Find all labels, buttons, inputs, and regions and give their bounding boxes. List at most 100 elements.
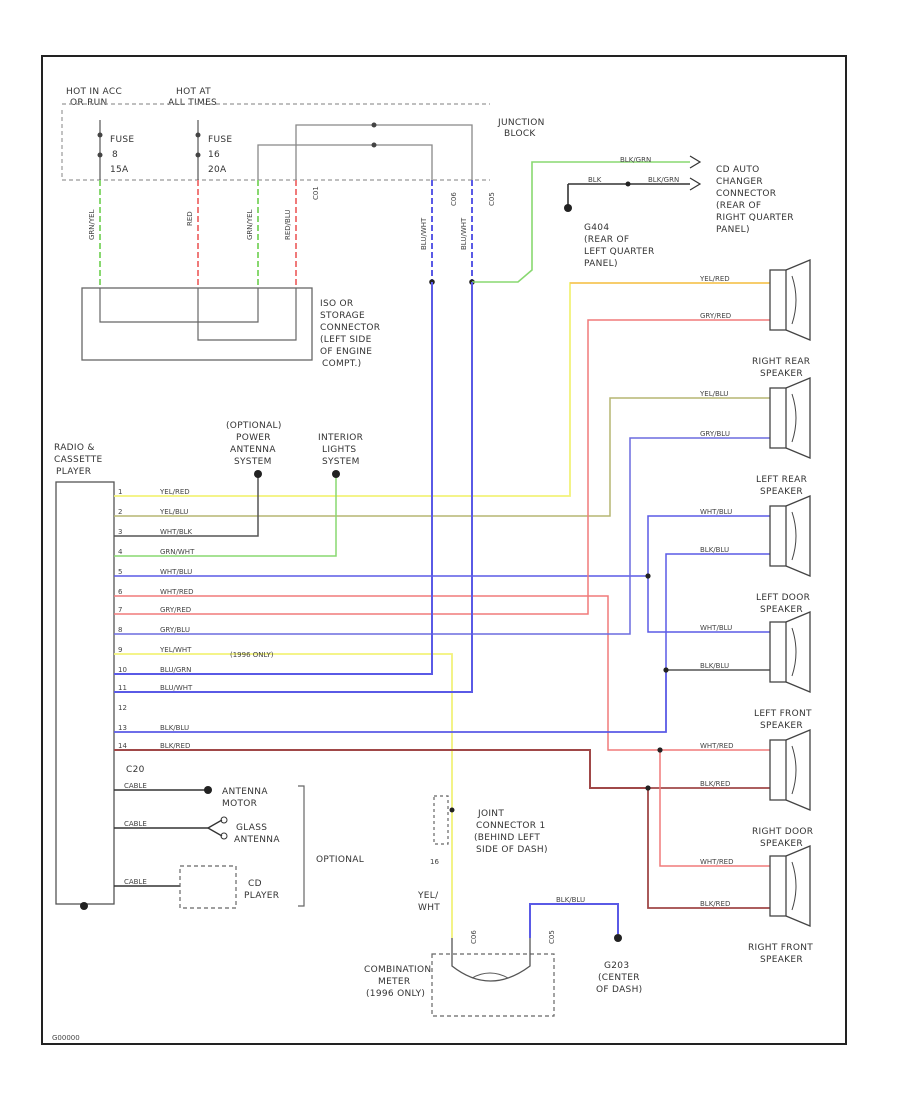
wire-lbl-blk-red-spk: BLK/RED	[700, 780, 730, 788]
wire-right-front-blk-red	[647, 788, 770, 909]
c20-label: C20	[126, 765, 145, 775]
cd-auto-label-1: CD AUTO	[716, 165, 760, 175]
radio-pin-wire-label: WHT/RED	[160, 588, 194, 596]
junction-block-label-1: JUNCTION	[497, 118, 545, 128]
diagram-frame	[41, 55, 847, 1045]
wire-pin9-yel-wht	[114, 653, 453, 938]
glass-antenna-node-2	[220, 832, 228, 840]
interior-label-1: INTERIOR	[318, 433, 363, 443]
radio-pin-wire-label: YEL/RED	[159, 488, 190, 496]
radio-pin-wire-label: BLU/GRN	[160, 666, 191, 674]
storage-label-3: CONNECTOR	[320, 323, 380, 333]
splice-pin13	[663, 667, 669, 673]
g203-label-3: OF DASH)	[596, 985, 642, 995]
storage-jumper-2	[197, 288, 297, 341]
radio-pin-number: 14	[118, 742, 127, 750]
glass-antenna-symbol	[207, 819, 223, 837]
wire-lbl-g-blk: BLK/GRN	[648, 176, 679, 184]
junction-block-label-2: BLOCK	[504, 129, 536, 139]
radio-pin-wire-label: YEL/WHT	[159, 646, 192, 654]
cd-player-box	[179, 865, 237, 909]
g404-label-3: LEFT QUARTER	[584, 247, 655, 257]
right-front-label-2: SPEAKER	[760, 955, 803, 965]
wire-lbl-blk: BLK	[588, 176, 602, 184]
left-door-label-1: LEFT DOOR	[756, 593, 810, 603]
junction-splice-1	[371, 122, 377, 128]
splice-cd-blk	[625, 181, 631, 187]
cd-auto-label-3: CONNECTOR	[716, 189, 776, 199]
left-door-label-2: SPEAKER	[760, 605, 803, 615]
optional-bracket	[298, 785, 305, 907]
optional-label: OPTIONAL	[316, 855, 364, 865]
radio-pin-number: 2	[118, 508, 122, 516]
radio-pin-wire-label: GRN/WHT	[160, 548, 195, 556]
radio-pin-number: 8	[118, 626, 122, 634]
right-door-label-1: RIGHT DOOR	[752, 827, 813, 837]
combo-label-3: (1996 ONLY)	[366, 989, 425, 999]
interior-label-2: LIGHTS	[322, 445, 356, 455]
cd-player-label-2: PLAYER	[244, 891, 279, 901]
antenna-motor-terminal	[204, 786, 212, 794]
cd-player-label-1: CD	[248, 879, 262, 889]
antenna-motor-label-2: MOTOR	[222, 799, 257, 809]
storage-label-1: ISO OR	[320, 299, 353, 309]
interior-label-3: SYSTEM	[322, 457, 360, 467]
ground-g404	[564, 204, 572, 212]
wire-lbl-gry-blu-spk: GRY/BLU	[700, 430, 730, 438]
g404-label-1: G404	[584, 223, 609, 233]
wire-lbl-blk-blu-bot: BLK/BLU	[556, 896, 585, 904]
wire-pin1-yel-red	[114, 282, 770, 497]
g203-label-2: (CENTER	[598, 973, 640, 983]
radio-pin-number: 7	[118, 606, 122, 614]
left-rear-label-2: SPEAKER	[760, 487, 803, 497]
radio-pin-wire-label: BLU/WHT	[160, 684, 193, 692]
radio-pin-wire-label: GRY/BLU	[160, 626, 190, 634]
wire-lbl-1996-only: (1996 ONLY)	[230, 651, 274, 659]
radio-pin-number: 9	[118, 646, 122, 654]
hot-acc-label-1: HOT IN ACC	[66, 87, 122, 97]
wire-left-door-blk-blu	[665, 553, 770, 670]
left-rear-label-1: LEFT REAR	[756, 475, 807, 485]
power-ant-label-2: POWER	[236, 433, 271, 443]
hot-acc-label-2: OR RUN	[70, 98, 108, 108]
left-front-label-2: SPEAKER	[760, 721, 803, 731]
wire-left-door-wht-blu	[647, 515, 770, 576]
conn-c06-meter: C06	[470, 930, 478, 944]
right-rear-label-2: SPEAKER	[760, 369, 803, 379]
conn-c05-meter: C05	[548, 930, 556, 944]
fuse-16	[195, 120, 201, 180]
cable-label-2: CABLE	[124, 820, 147, 828]
wire-lbl-blk-blu-spk: BLK/BLU	[700, 546, 729, 554]
glass-ant-label-2: ANTENNA	[234, 835, 280, 845]
combination-meter-lamp	[451, 938, 531, 982]
fuse-16-label-2: 16	[208, 150, 220, 160]
junction-splice-2	[371, 142, 377, 148]
wire-pin11-blu-wht	[114, 282, 473, 693]
power-ant-label-4: SYSTEM	[234, 457, 272, 467]
joint-label-3: (BEHIND LEFT	[474, 833, 540, 843]
joint-connector-splice	[449, 807, 455, 813]
storage-label-5: OF ENGINE	[320, 347, 372, 357]
yel-wht-label-2: WHT	[418, 903, 440, 913]
wire-lbl-yel-blu-spk: YEL/BLU	[699, 390, 728, 398]
wire-lbl-wht-red-spk2: WHT/RED	[700, 858, 734, 866]
radio-pin-wire-label: YEL/BLU	[159, 508, 188, 516]
radio-pin-wire-label: WHT/BLK	[160, 528, 193, 536]
wire-pin13-blk-blu	[114, 670, 667, 733]
wire-lbl-blk-blu-spk2: BLK/BLU	[700, 662, 729, 670]
pin-16-label: 16	[430, 858, 439, 866]
radio-pin-wire-label: BLK/RED	[160, 742, 190, 750]
radio-label-1: RADIO &	[54, 443, 95, 453]
hot-at-label-2: ALL TIMES	[168, 98, 217, 108]
wire-pin2-yel-blu	[114, 397, 770, 517]
speaker-right-door	[769, 729, 811, 811]
wire-lbl-yel-red-spk: YEL/RED	[699, 275, 730, 283]
combo-label-2: METER	[378, 977, 410, 987]
wire-blk-blu-g203	[529, 903, 619, 938]
storage-label-4: (LEFT SIDE	[320, 335, 372, 345]
wire-left-front-wht-blu	[647, 576, 770, 633]
fuse-16-label-3: 20A	[208, 165, 227, 175]
fuse-8	[97, 120, 103, 180]
radio-pin-number: 13	[118, 724, 127, 732]
